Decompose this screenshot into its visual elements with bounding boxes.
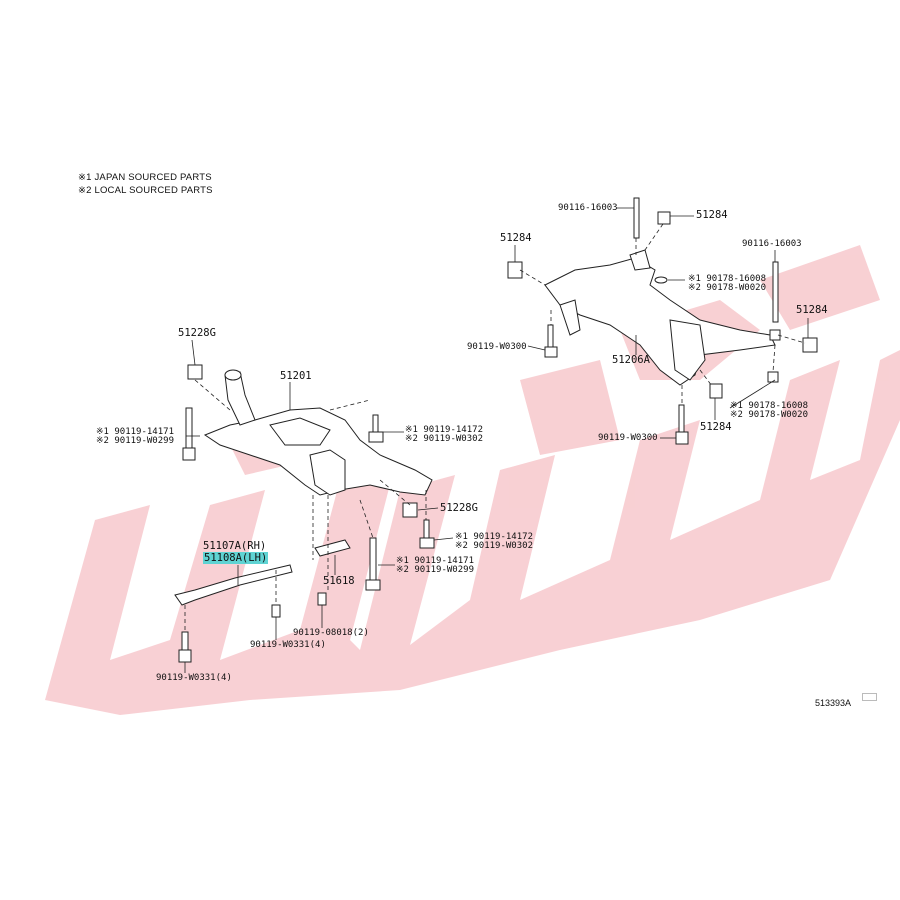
fasteners	[178, 197, 818, 663]
part-51201[interactable]: 51201	[280, 370, 312, 382]
part-51284-top[interactable]: 51284	[696, 209, 728, 221]
part-90119-w0302-b[interactable]: ※2 90119-W0302	[455, 541, 533, 551]
part-90116-16003-top[interactable]: 90116-16003	[558, 203, 618, 213]
part-51284-left[interactable]: 51284	[500, 232, 532, 244]
part-90119-w0331-b[interactable]: 90119-W0331(4)	[156, 673, 232, 683]
part-90119-w0299-b[interactable]: ※2 90119-W0299	[396, 565, 474, 575]
part-51228g-top[interactable]: 51228G	[178, 327, 216, 339]
figure-code-box	[862, 693, 877, 701]
part-90119-w0300-a[interactable]: 90119-W0300	[467, 342, 527, 352]
part-90119-w0299-a[interactable]: ※2 90119-W0299	[96, 436, 174, 446]
part-51108a-lh[interactable]: 51108A(LH)	[203, 552, 269, 564]
note-local-sourced: ※2 LOCAL SOURCED PARTS	[78, 185, 213, 196]
part-51107a-rh[interactable]: 51107A(RH)	[203, 540, 267, 552]
part-90119-14171-a[interactable]: ※1 90119-14171	[96, 427, 174, 437]
part-51206a[interactable]: 51206A	[612, 354, 650, 366]
guide-lines	[184, 223, 806, 632]
part-90119-08018[interactable]: 90119-08018(2)	[293, 628, 369, 638]
part-90178-16008-b[interactable]: ※1 90178-16008	[730, 401, 808, 411]
part-90178-16008-a[interactable]: ※1 90178-16008	[688, 274, 766, 284]
bracket-51618	[314, 539, 351, 557]
part-90119-14172-a[interactable]: ※1 90119-14172	[405, 425, 483, 435]
part-90119-14171-b[interactable]: ※1 90119-14171	[396, 556, 474, 566]
part-90178-w0020-a[interactable]: ※2 90178-W0020	[688, 283, 766, 293]
front-crossmember-51201	[203, 369, 433, 496]
part-90119-w0300-b[interactable]: 90119-W0300	[598, 433, 658, 443]
part-90119-w0302-a[interactable]: ※2 90119-W0302	[405, 434, 483, 444]
part-51284-right[interactable]: 51284	[796, 304, 828, 316]
part-90178-w0020-b[interactable]: ※2 90178-W0020	[730, 410, 808, 420]
leader-lines	[184, 207, 809, 673]
part-51618[interactable]: 51618	[323, 575, 355, 587]
part-90116-16003-right[interactable]: 90116-16003	[742, 239, 802, 249]
part-51228g-right[interactable]: 51228G	[440, 502, 478, 514]
note-japan-sourced: ※1 JAPAN SOURCED PARTS	[78, 172, 212, 183]
figure-code: 513393A	[815, 698, 852, 708]
part-90119-14172-b[interactable]: ※1 90119-14172	[455, 532, 533, 542]
side-bracket-51108a	[174, 564, 293, 606]
part-90119-w0331-a[interactable]: 90119-W0331(4)	[250, 640, 326, 650]
part-51284-bottom[interactable]: 51284	[700, 421, 732, 433]
watermark-logo	[45, 245, 900, 715]
highlighted-part-label: 51108A(LH)	[203, 552, 269, 564]
